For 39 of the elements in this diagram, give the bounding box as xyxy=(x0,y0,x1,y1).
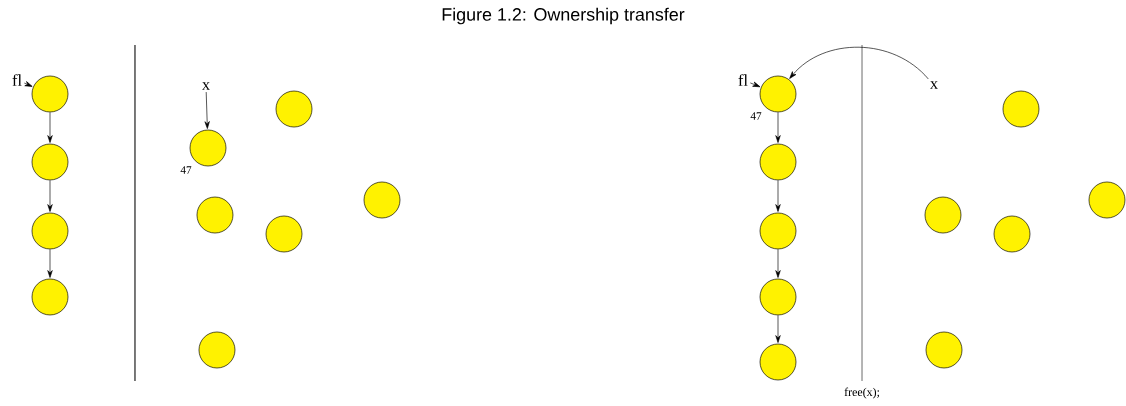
circle-node xyxy=(363,181,401,219)
circle-node xyxy=(759,143,797,181)
arrow xyxy=(47,112,53,143)
arrow xyxy=(47,180,53,212)
circle-node xyxy=(31,143,69,181)
circle-node xyxy=(759,278,797,316)
figure-title: Figure 1.2: Ownership transfer xyxy=(442,7,685,25)
arrow xyxy=(24,81,33,87)
arrow xyxy=(775,112,781,143)
node-number: 47 xyxy=(180,166,192,174)
arrow xyxy=(775,180,781,212)
circle-node xyxy=(198,331,236,369)
arrow xyxy=(749,81,761,88)
circle-node xyxy=(759,212,797,250)
code-label: free(x); xyxy=(844,387,879,399)
pointer-label: x xyxy=(930,81,938,89)
arrow xyxy=(47,249,53,278)
arrow xyxy=(775,249,781,278)
circle-node xyxy=(189,129,227,167)
circle-node xyxy=(31,75,69,113)
circle-node xyxy=(31,278,69,316)
circle-node xyxy=(925,331,963,369)
pointer-label: x xyxy=(202,82,210,90)
circle-node xyxy=(993,215,1031,253)
node-number: 47 xyxy=(750,112,762,120)
circle-node xyxy=(924,196,962,234)
pointer-label: fl xyxy=(738,74,748,86)
circle-node xyxy=(275,90,313,128)
circle-node xyxy=(1002,90,1040,128)
pointer-label: fl xyxy=(12,74,22,86)
circle-node xyxy=(1088,181,1126,219)
circle-node xyxy=(759,75,797,113)
circle-node xyxy=(265,215,303,253)
arrow xyxy=(204,91,210,129)
arrow xyxy=(775,315,781,343)
arrow xyxy=(789,46,929,80)
circle-node xyxy=(196,196,234,234)
circle-node xyxy=(31,212,69,250)
circle-node xyxy=(759,343,797,381)
